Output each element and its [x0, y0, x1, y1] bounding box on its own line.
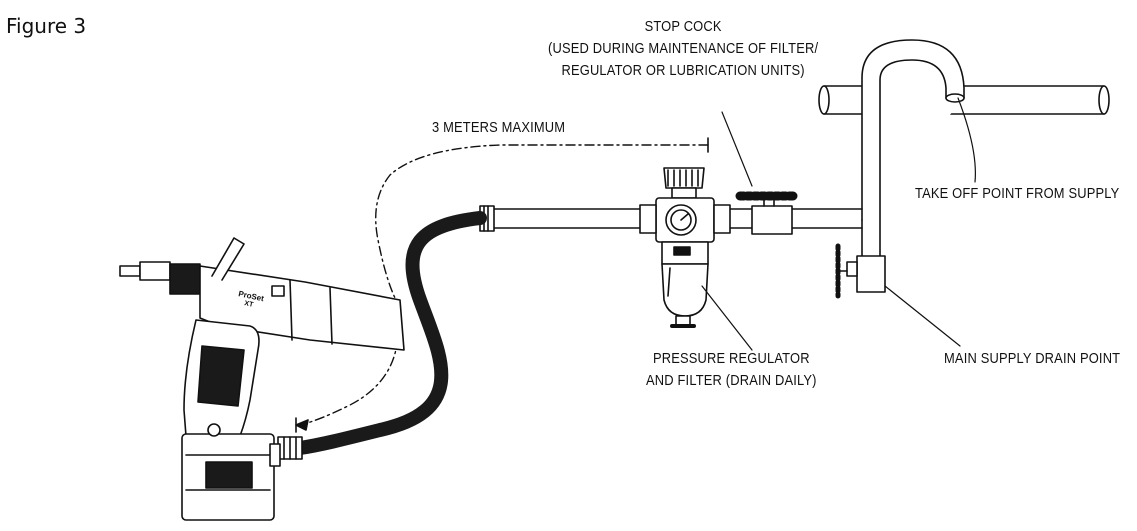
regulator-label: PRESSURE REGULATOR AND FILTER (DRAIN DAI… [646, 350, 817, 389]
regulator-leader [701, 285, 753, 351]
stop-cock [735, 191, 801, 235]
tool-logo-model: XT [244, 300, 255, 309]
main-drain-label: MAIN SUPPLY DRAIN POINT [944, 350, 1121, 367]
air-hose [293, 211, 487, 455]
drain-leader [884, 285, 961, 347]
stop-cock-leader [721, 111, 753, 187]
take-off-loop [861, 39, 965, 259]
figure-title: Figure 3 [6, 14, 87, 38]
hose-fitting [277, 436, 303, 460]
regulator-filter [639, 167, 731, 328]
take-off-label: TAKE OFF POINT FROM SUPPLY [915, 185, 1120, 202]
distance-label: 3 METERS MAXIMUM [432, 119, 566, 136]
main-drain-valve [835, 243, 886, 299]
distance-indicator [295, 137, 709, 433]
stop-cock-label: STOP COCK (USED DURING MAINTENANCE OF FI… [548, 18, 819, 79]
take-off-leader [957, 97, 976, 183]
leader-lines [701, 97, 976, 351]
rivet-tool: ProSet XT [119, 237, 405, 521]
